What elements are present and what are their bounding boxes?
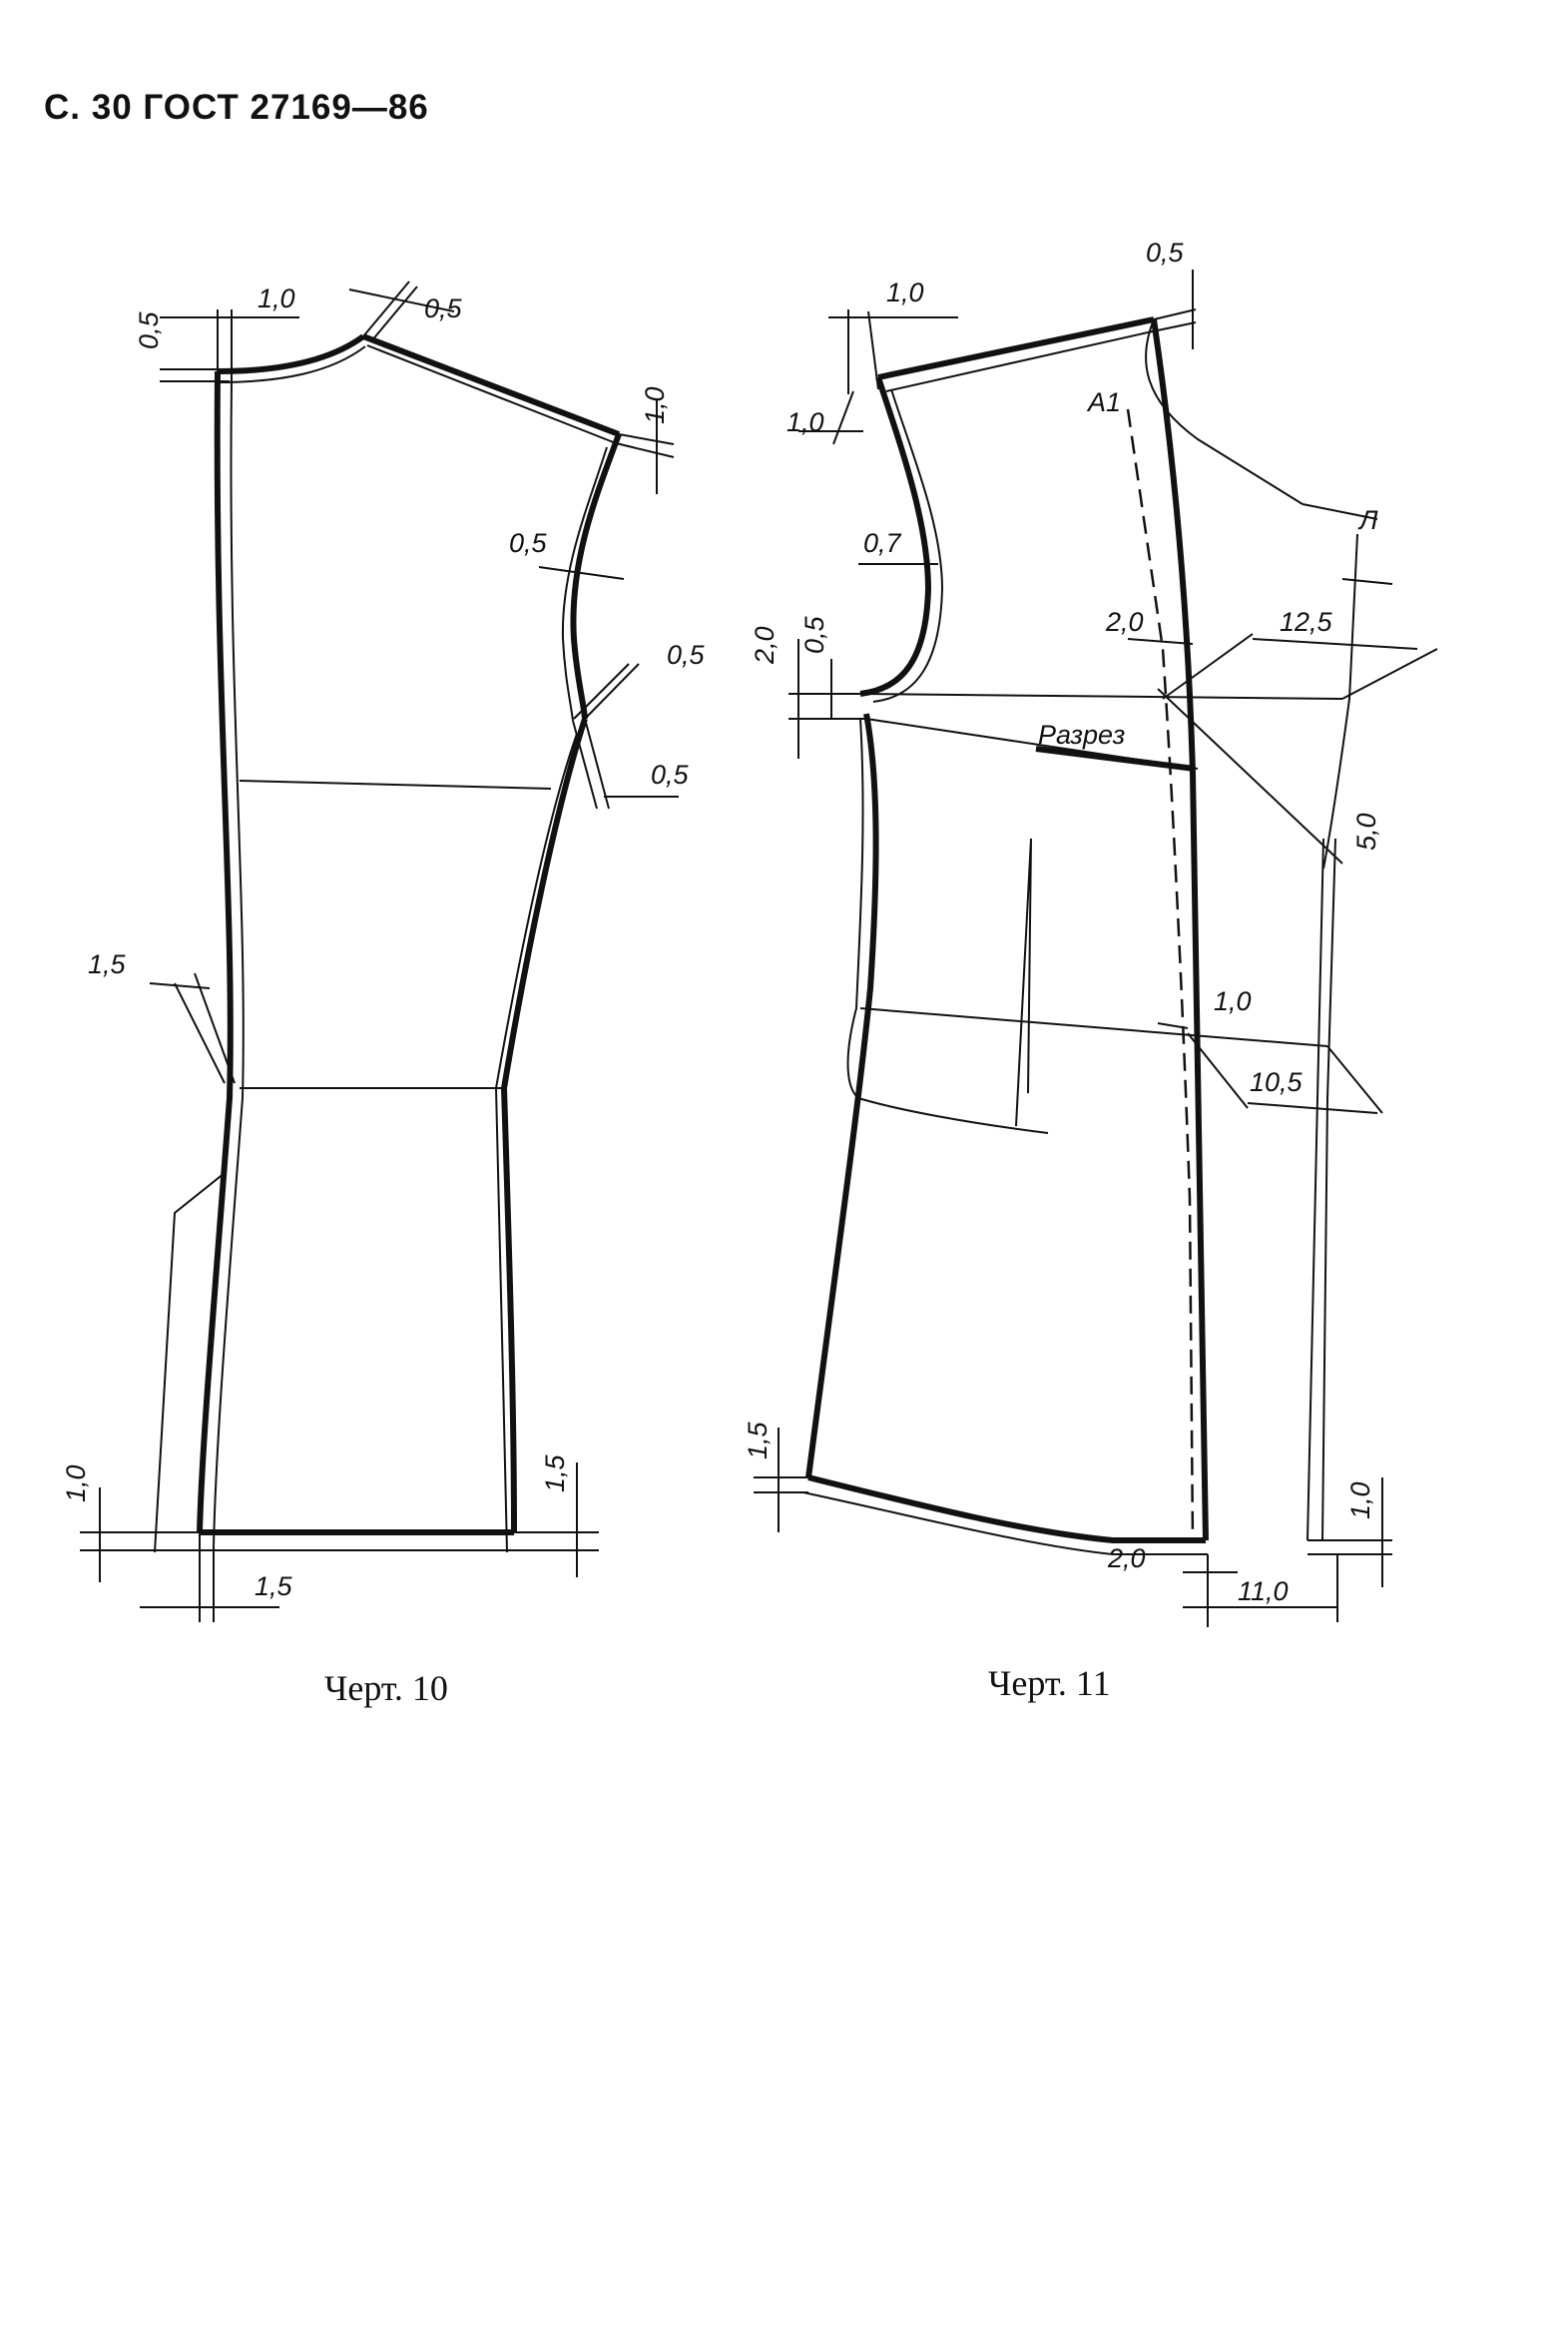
fig11-chest-line xyxy=(859,693,1343,700)
figure-10-drawing: 1,0 0,5 0,5 1,0 0,5 0,5 0,5 1,5 1,0 1,5 … xyxy=(61,281,706,1622)
fig11-hem xyxy=(807,1474,1206,1543)
fig11-labels: Разрез А1 Л 0,5 1,0 1,0 0,7 2,0 0,5 2,0 … xyxy=(743,238,1381,1606)
fig11-lapel-line xyxy=(1157,688,1343,865)
fig10-chest-line xyxy=(239,780,552,790)
fig10-dim-1: 1,0 xyxy=(258,284,295,313)
fig11-dim-15: 11,0 xyxy=(1238,1576,1289,1606)
fig10-vent xyxy=(154,1172,226,1553)
fig10-dim-2: 0,5 xyxy=(134,310,164,349)
fig10-shoulder-allowance xyxy=(366,344,617,444)
fig11-lapel-outline xyxy=(1322,533,1358,870)
fig10-armhole-line xyxy=(570,432,622,720)
fig11-side-seam xyxy=(805,713,879,1478)
fig11-front-edge xyxy=(1151,318,1209,1541)
fig11-cut-label: Разрез xyxy=(1038,720,1125,750)
page-header: С. 30 ГОСТ 27169—86 xyxy=(44,88,429,127)
fig11-dim-11: 10,5 xyxy=(1250,1067,1304,1097)
fig11-dart xyxy=(1015,838,1032,1127)
fig10-dim-9: 1,0 xyxy=(61,1464,91,1502)
fig10-armhole-allowance xyxy=(561,446,608,722)
fig10-side-seam xyxy=(500,718,588,1533)
figure-11-caption: Черт. 11 xyxy=(988,1663,1111,1703)
fig10-center-back-allowance xyxy=(213,381,245,1548)
fig10-dim-8: 1,5 xyxy=(88,949,127,979)
fig10-dimension-labels: 1,0 0,5 0,5 1,0 0,5 0,5 0,5 1,5 1,0 1,5 … xyxy=(61,284,706,1601)
fig10-dim-5: 0,5 xyxy=(509,528,548,558)
fig10-dim-6: 0,5 xyxy=(667,640,706,670)
fig10-dim-lines xyxy=(80,281,679,1622)
fig11-dim-6: 0,5 xyxy=(799,615,829,654)
fig11-armhole-line xyxy=(859,376,932,697)
fig10-dim-10: 1,5 xyxy=(540,1454,570,1492)
fig10-center-back xyxy=(197,370,234,1533)
fig10-dim-3: 0,5 xyxy=(424,293,463,323)
fig11-point-l: Л xyxy=(1357,505,1378,535)
fig11-dim-9: 5,0 xyxy=(1351,813,1381,851)
fig11-dim-4: 0,7 xyxy=(863,528,902,558)
fig11-dim-10: 1,0 xyxy=(1214,986,1252,1016)
fig11-armhole-allowance xyxy=(872,388,944,703)
fig11-shoulder-line xyxy=(877,316,1155,380)
fig11-dim-3: 1,0 xyxy=(786,407,824,437)
fig10-dim-7: 0,5 xyxy=(651,760,690,790)
fig11-pocket-line xyxy=(857,1097,1049,1134)
fig11-dim-2: 1,0 xyxy=(886,278,924,307)
fig11-side-seam-allowance xyxy=(846,718,864,1099)
fig11-cut-line xyxy=(1035,746,1196,772)
fig11-dim-8: 12,5 xyxy=(1280,607,1333,637)
fig11-point-a1: А1 xyxy=(1086,387,1121,417)
fig10-neck-allowance xyxy=(217,345,366,383)
fig11-lapel-curve xyxy=(1145,318,1304,505)
fig11-waist-line xyxy=(859,1007,1328,1047)
figure-11-drawing: Разрез А1 Л 0,5 1,0 1,0 0,7 2,0 0,5 2,0 … xyxy=(743,238,1438,1627)
fig11-dim-14: 2,0 xyxy=(1107,1543,1146,1573)
fig10-neck-line xyxy=(217,333,365,374)
fig11-dim-12: 1,5 xyxy=(743,1421,773,1460)
fig11-shoulder-allowance xyxy=(885,331,1149,392)
fig11-extension-edge xyxy=(1307,838,1324,1541)
fig10-dim-11: 1,5 xyxy=(255,1571,293,1601)
fig11-hem-allowance xyxy=(802,1491,1208,1555)
fig10-shoulder-line xyxy=(361,333,621,437)
fig11-dim-13: 1,0 xyxy=(1345,1481,1375,1519)
fig11-dim-7: 2,0 xyxy=(1105,607,1144,637)
fig11-fold-line xyxy=(1126,408,1195,1541)
fig11-dim-lines xyxy=(754,270,1438,1627)
fig11-dim-5: 2,0 xyxy=(750,626,780,665)
fig10-dim-4: 1,0 xyxy=(640,386,670,424)
figure-10-caption: Черт. 10 xyxy=(324,1668,448,1708)
fig11-extension-edge-2 xyxy=(1321,838,1336,1541)
fig11-dim-1: 0,5 xyxy=(1146,238,1185,268)
